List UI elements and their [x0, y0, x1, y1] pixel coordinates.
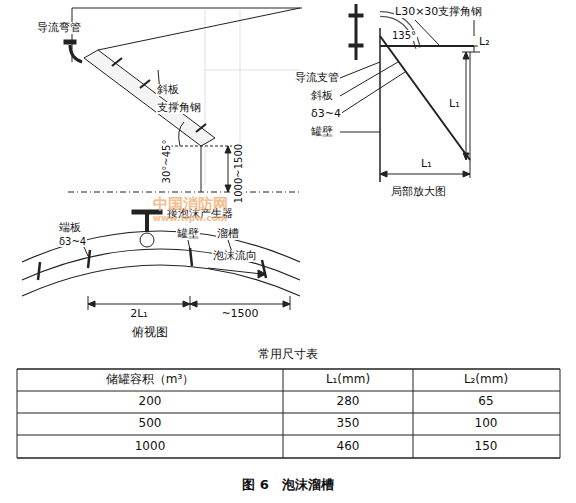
table-cell: 280 — [337, 395, 360, 408]
part-label: 罐壁 — [310, 126, 334, 138]
part-label: 1000~1500 — [233, 143, 244, 204]
part-label: 罐壁 — [176, 228, 200, 240]
part-label: δ3~4 — [310, 108, 342, 120]
table-cell: 65 — [478, 395, 493, 408]
table-cell: 储罐容积（m³） — [106, 373, 195, 386]
part-label: 斜板 — [310, 90, 334, 102]
part-label: δ3~4 — [58, 236, 87, 247]
table-cell: 200 — [139, 395, 162, 408]
table-cell: 100 — [475, 417, 498, 430]
part-label: L30×30支撑角钢 — [394, 6, 483, 18]
part-label: 端板 — [58, 222, 82, 234]
part-label: 30°~45° — [161, 139, 172, 185]
watermark: www.tfpw.com — [153, 214, 228, 224]
watermark: 中国消防网 — [153, 196, 228, 213]
table-cell: 350 — [337, 417, 360, 430]
table-cell: L₁(mm) — [326, 373, 370, 386]
part-label: 支撑角钢 — [156, 102, 202, 114]
table-title: 常用尺寸表 — [258, 348, 318, 361]
part-label: L₂ — [478, 36, 491, 48]
table-cell: 500 — [139, 417, 162, 430]
table-cell: 150 — [475, 440, 498, 453]
part-label: 俯视图 — [131, 326, 169, 339]
part-label: 溜槽 — [216, 228, 240, 240]
part-label: L₁ — [420, 158, 433, 170]
part-label: 局部放大图 — [390, 186, 447, 198]
part-label: 135° — [391, 30, 417, 41]
table-cell: 1000 — [135, 440, 166, 453]
part-label: 导流弯管 — [36, 22, 82, 34]
part-label: ~1500 — [220, 308, 259, 320]
part-label: 导流支管 — [294, 72, 340, 84]
part-label: 斜板 — [156, 84, 180, 96]
table-cell: 460 — [337, 440, 360, 453]
part-label: L₁ — [448, 98, 461, 110]
part-label: 2L₁ — [129, 308, 149, 320]
part-label: 泡沫流向 — [212, 250, 258, 262]
figure-caption: 图 6 泡沫溜槽 — [242, 478, 334, 492]
table-cell: L₂(mm) — [464, 373, 508, 386]
